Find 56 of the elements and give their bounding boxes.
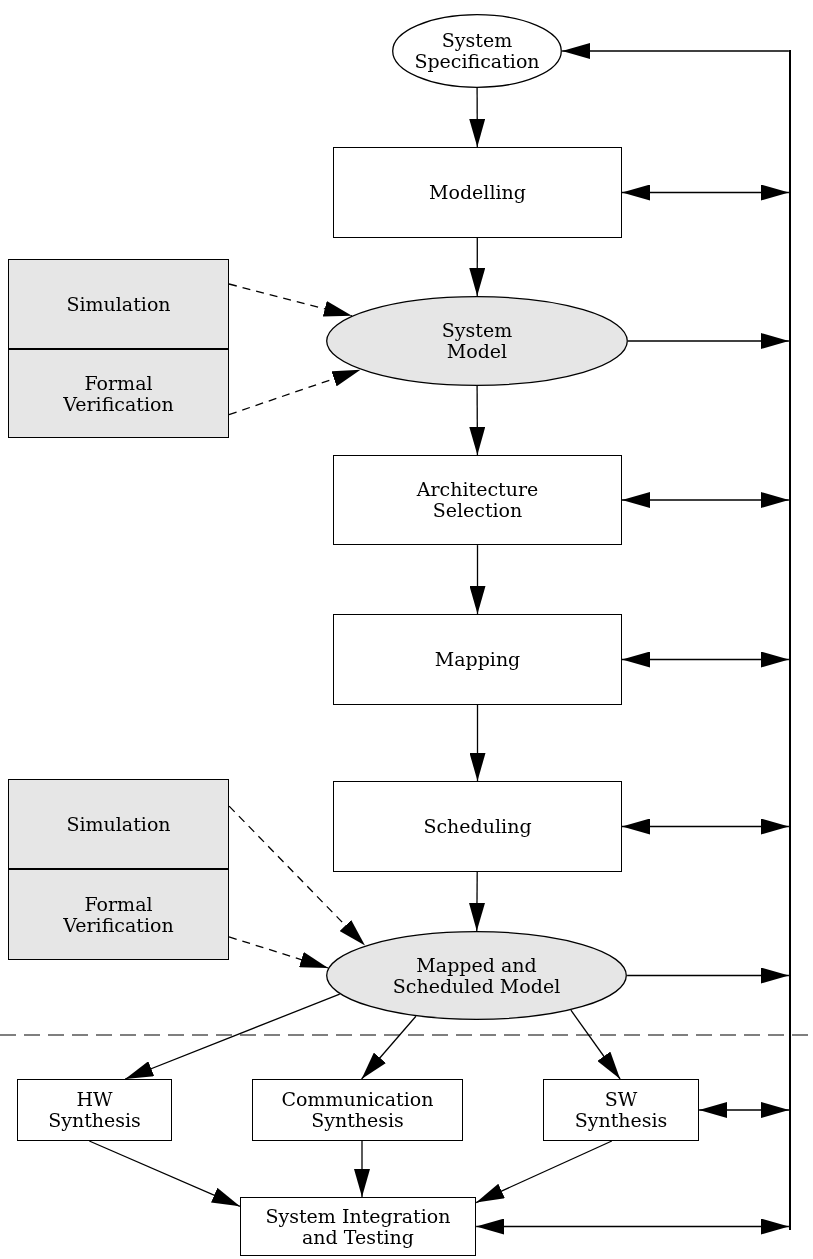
verification-box	[8, 869, 229, 960]
process-box	[240, 1197, 476, 1256]
arrow	[475, 1218, 790, 1235]
dashed-arrow	[228, 369, 362, 416]
verification-box	[8, 779, 229, 869]
process-box	[333, 455, 622, 545]
arrow	[475, 1140, 613, 1204]
arrow	[570, 1009, 621, 1080]
model-ellipse	[326, 931, 627, 1020]
node-label: System Model	[440, 320, 514, 362]
process-box	[252, 1079, 463, 1141]
arrow	[88, 1140, 241, 1207]
node-label: SW Synthesis	[573, 1089, 669, 1131]
arrow	[469, 385, 486, 456]
arrow	[469, 544, 486, 615]
model-ellipse	[326, 296, 628, 386]
arrow	[124, 993, 341, 1080]
node-label: Simulation	[66, 293, 171, 315]
arrow	[360, 1015, 417, 1080]
dashed-arrow	[228, 283, 353, 317]
arrow	[621, 651, 790, 668]
arrow	[621, 818, 790, 835]
node-label: Mapping	[434, 649, 521, 670]
arrow	[621, 492, 790, 508]
node-label: System Integration and Testing	[264, 1205, 452, 1248]
dashed-arrow	[228, 936, 329, 969]
bus-line	[789, 50, 791, 1230]
process-box	[333, 614, 622, 705]
arrow	[469, 871, 485, 932]
process-box	[17, 1079, 172, 1141]
arrow	[627, 333, 790, 349]
node-label: Formal Verification	[62, 893, 175, 936]
arrow	[626, 967, 790, 984]
arrow	[698, 1102, 790, 1118]
arrow	[469, 704, 486, 782]
process-box	[333, 781, 622, 872]
node-label: Architecture Selection	[415, 479, 540, 521]
node-label: System Specification	[413, 30, 541, 72]
node-label: Formal Verification	[62, 372, 175, 415]
node-label: Modelling	[429, 182, 526, 203]
process-box	[543, 1079, 699, 1141]
node-label: Mapped and Scheduled Model	[391, 954, 562, 997]
dashed-arrow	[228, 805, 366, 947]
node-label: Scheduling	[423, 816, 532, 837]
arrow	[561, 43, 790, 59]
node-label: HW Synthesis	[47, 1089, 142, 1131]
model-ellipse	[392, 14, 562, 88]
node-label: Simulation	[66, 813, 171, 835]
arrow	[469, 237, 486, 297]
arrow	[621, 184, 790, 201]
arrow	[469, 87, 486, 148]
verification-box	[8, 259, 229, 349]
arrow	[354, 1140, 370, 1198]
verification-box	[8, 349, 229, 438]
node-label: Communication Synthesis	[280, 1089, 435, 1131]
process-box	[333, 147, 622, 238]
